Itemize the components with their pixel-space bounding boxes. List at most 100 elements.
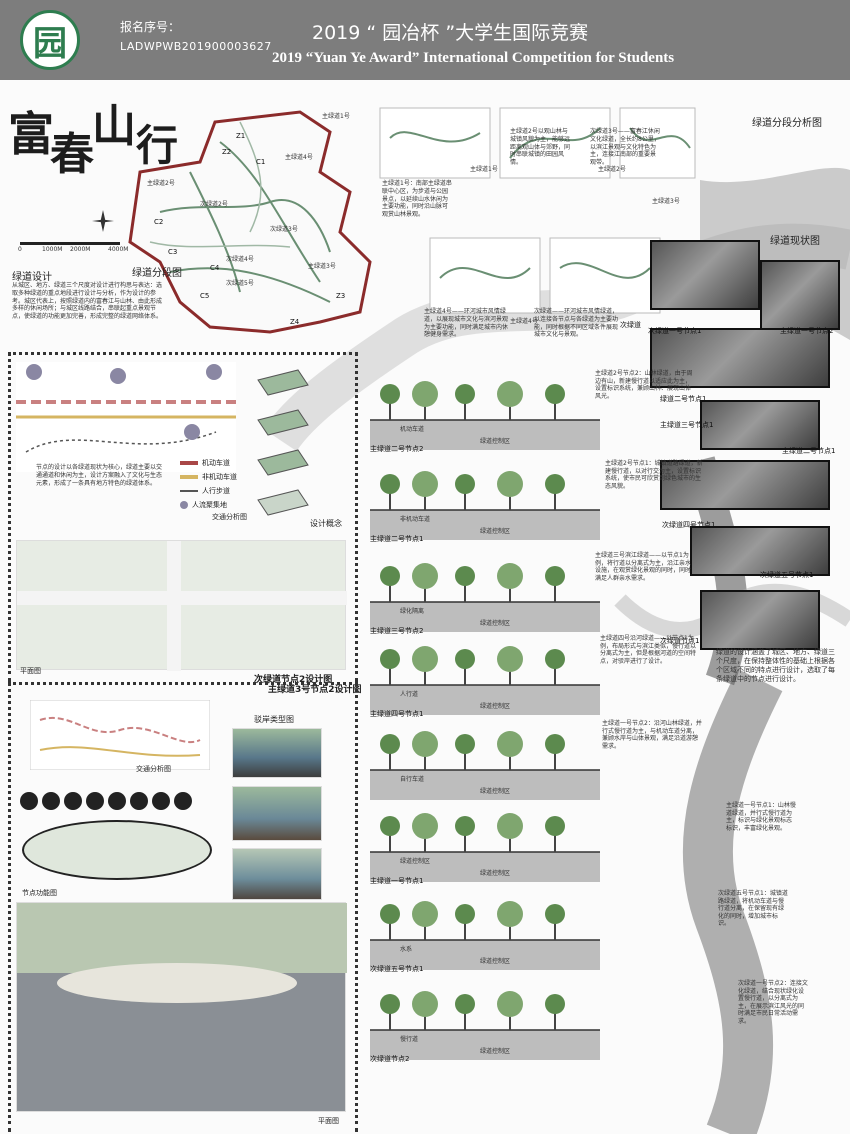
layer-concept-diagram [257, 369, 309, 516]
section-svg [370, 813, 600, 882]
tree-crown [545, 649, 565, 669]
scale-4000: 4000M [108, 246, 129, 253]
tree-trunk [389, 750, 391, 770]
tree-crown [497, 563, 523, 589]
analysis-title: 绿道分段分析图 [752, 118, 822, 129]
section-caption-8: 次绿道一号节点2：连接文化绿道，结合现状绿化设置慢行道，以分离式为主，在展示滨江… [738, 980, 808, 1025]
tree-crown [412, 646, 438, 672]
section-svg [370, 381, 600, 450]
section-caption-6: 主绿道一号节点1：山林慢道绿道，并行式慢行道为主，标识与绿化景观标志标识，丰富绿… [726, 802, 796, 832]
registration-label: 报名序号： [120, 20, 181, 34]
map-node-c4: C4 [210, 264, 220, 272]
tree-crown [380, 734, 400, 754]
section-control-zone-label: 绿道控制区 [480, 1048, 511, 1055]
section-drawing-7: 水系绿道控制区次绿道五号节点1 [370, 880, 600, 973]
section-control-zone-label: 绿道控制区 [480, 788, 511, 795]
map-label-main3: 主绿道3号 [308, 263, 336, 270]
map-node-c5: C5 [200, 292, 210, 300]
bank-type-2 [232, 786, 322, 841]
tree-crown [412, 471, 438, 497]
tree-trunk [509, 665, 511, 685]
tree-crown [545, 816, 565, 836]
legend-motor: 机动车道 [180, 458, 230, 468]
activity-icon-4 [86, 792, 104, 810]
activity-icon-1 [20, 792, 38, 810]
tree-trunk [554, 400, 556, 420]
traffic-analysis-2-label: 交通分析图 [136, 765, 171, 773]
activity-icon-5 [108, 792, 126, 810]
traffic-diagram-2 [30, 700, 210, 770]
tree-crown [380, 566, 400, 586]
scale-2000: 2000M [70, 246, 91, 253]
tree-trunk [424, 490, 426, 510]
scale-1000: 1000M [42, 246, 63, 253]
tree-crown [455, 384, 475, 404]
status-node-3: 绿道二号节点1 [660, 395, 707, 403]
scale-bar [20, 242, 120, 245]
traffic-concept-diagram [16, 362, 236, 472]
tree-trunk [389, 832, 391, 852]
tree-trunk [509, 400, 511, 420]
tree-trunk [424, 750, 426, 770]
mini-note-main4: 主绿道4号——环河城市风情绿道，以展现城市文化与滨河景观为主要功能，同时满足城市… [424, 308, 509, 339]
tree-crown [455, 566, 475, 586]
activity-icon-8 [174, 792, 192, 810]
section-svg [370, 646, 600, 715]
status-node-4: 主绿道三号节点1 [660, 421, 714, 429]
divider-left [8, 352, 11, 682]
status-node-8: 次绿道节点1 [660, 637, 700, 645]
tree-trunk [509, 750, 511, 770]
map-label-main4: 主绿道4号 [285, 154, 313, 161]
tree-crown [455, 994, 475, 1014]
section-drawing-5: 自行车道绿道控制区 [370, 710, 600, 800]
poster-board: 富 春 山 行 Z1 Z2 C1 C2 C3 C4 C5 Z3 Z4 主绿道1号… [0, 80, 850, 1134]
mini-note-main2: 主绿道2号以观山林与城镇风貌为主，能够远距离观山体与郊野，同时串联城镇的田园风情… [510, 128, 571, 167]
traffic-analysis-label: 交通分析图 [212, 513, 247, 521]
status-node-2: 主绿道一号节点2 [780, 327, 834, 335]
tree-trunk [509, 490, 511, 510]
mini-tag-3: 主绿道3号 [652, 198, 680, 205]
section-svg [370, 901, 600, 970]
tree-crown [455, 904, 475, 924]
section-node-label: 主绿道二号节点1 [370, 535, 424, 543]
tree-trunk [389, 920, 391, 940]
tree-trunk [389, 1010, 391, 1030]
tree-crown [545, 384, 565, 404]
activity-icon-7 [152, 792, 170, 810]
map-caption: 绿道分段图 [132, 268, 182, 279]
section-control-zone-label: 绿道控制区 [480, 870, 511, 877]
map-node-c1: C1 [256, 158, 266, 166]
tree-trunk [509, 920, 511, 940]
status-title: 绿道现状图 [770, 236, 820, 247]
tree-crown [380, 994, 400, 1014]
tree-trunk [389, 665, 391, 685]
map-label-sub3: 次绿道3号 [270, 226, 298, 233]
legend-walk: 人行步道 [180, 486, 230, 496]
legend-crowd-label: 人流聚集地 [192, 501, 227, 509]
tree-crown [412, 813, 438, 839]
traffic-note: 节点的设计以各绿道现状为核心，绿道主要以交通通道和休闲为主，设计方案融入了文化与… [36, 464, 163, 487]
tree-trunk [424, 1010, 426, 1030]
section-ground [370, 1030, 600, 1060]
tree-crown [380, 904, 400, 924]
divider-left-2 [8, 682, 11, 1132]
calligraphy-char-2: 春 [50, 129, 94, 180]
waterfront-plan-image [16, 902, 347, 1112]
tree-crown [545, 734, 565, 754]
tree-crown [497, 991, 523, 1017]
tree-crown [497, 731, 523, 757]
activity-icons [20, 792, 200, 814]
section-control-zone-label: 绿道控制区 [480, 620, 511, 627]
status-photo-1 [650, 240, 760, 310]
status-node-1: 次绿道一号节点1 [648, 327, 702, 335]
section-drawing-1: 机动车道绿道控制区主绿道二号节点2 [370, 360, 600, 453]
tree-trunk [424, 665, 426, 685]
tree-crown [380, 816, 400, 836]
tree-trunk [464, 832, 466, 852]
status-photo-6 [690, 526, 830, 576]
mini-tag-4: 主绿道4号 [510, 318, 538, 325]
section-road-label: 自行车道 [400, 776, 425, 783]
tree-crown [412, 563, 438, 589]
section-caption-4: 主绿道四号沿河绿道——以节点1为例，布局形式与滨江类似，慢行道以分离式为主，但是… [600, 635, 697, 665]
section-svg [370, 731, 600, 800]
